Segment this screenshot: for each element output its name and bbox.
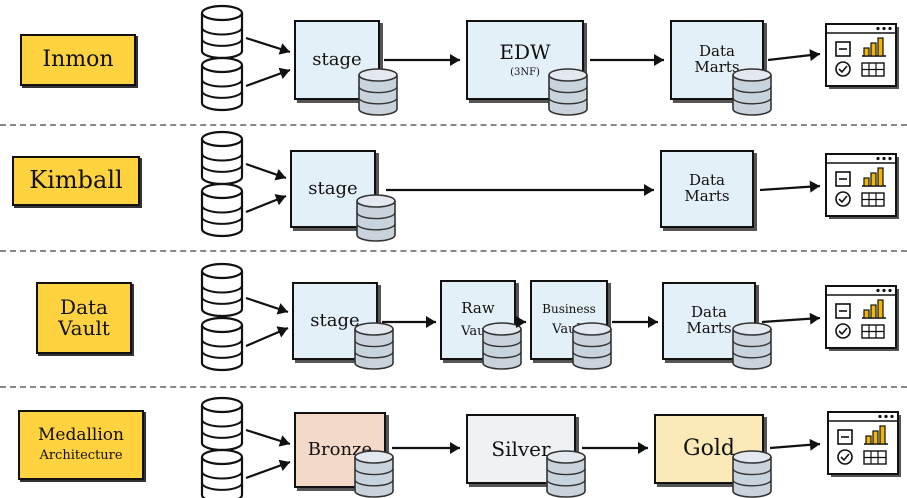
flow-arrow: [516, 316, 526, 328]
box-text: Raw: [461, 299, 495, 318]
flow-arrow: [590, 54, 664, 66]
database-cylinder-icon: [732, 322, 772, 370]
row-divider: [0, 250, 907, 252]
database-cylinder-icon: [482, 322, 522, 370]
flow-arrow: [382, 316, 436, 328]
label-inmon: Inmon: [20, 34, 136, 86]
label-line: Inmon: [42, 47, 114, 73]
database-cylinder-icon: [356, 194, 396, 242]
box-text: Data: [691, 303, 727, 322]
database-cylinder-icon: [358, 68, 398, 116]
database-cylinder-icon: [572, 322, 612, 370]
flow-arrow: [759, 180, 821, 193]
source-database-icon: [200, 182, 244, 238]
label-line: Medallion: [38, 425, 124, 446]
label-kimball: Kimball: [12, 156, 140, 206]
source-database-icon: [200, 130, 244, 186]
box-text: stage: [308, 177, 358, 199]
box-text: Gold: [683, 436, 735, 462]
box-text: Marts: [686, 319, 732, 337]
database-cylinder-icon: [546, 450, 586, 498]
row-divider: [0, 124, 907, 126]
flow-arrow: [769, 438, 821, 451]
flow-arrow: [245, 194, 287, 214]
box-text: Marts: [684, 187, 730, 205]
flow-arrow: [245, 296, 289, 315]
box-text: stage: [312, 48, 362, 70]
flow-arrow: [245, 459, 291, 480]
flow-arrow: [245, 36, 291, 55]
label-line: Architecture: [39, 448, 123, 464]
dashboard-icon: [825, 153, 899, 219]
database-cylinder-icon: [548, 68, 588, 116]
box-text: stage: [310, 309, 360, 331]
database-cylinder-icon: [732, 68, 772, 116]
box-text: EDW: [499, 40, 551, 64]
source-database-icon: [200, 4, 244, 60]
flow-arrow: [386, 184, 654, 196]
box-text: Data: [689, 171, 725, 190]
database-cylinder-icon: [354, 322, 394, 370]
database-cylinder-icon: [732, 450, 772, 498]
box-text: Business: [542, 301, 596, 316]
label-line: Kimball: [29, 166, 123, 195]
row-divider: [0, 386, 907, 388]
dashboard-icon: [825, 285, 899, 351]
flow-arrow: [767, 49, 821, 62]
source-database-icon: [200, 316, 244, 372]
label-line: Data: [60, 295, 108, 319]
source-database-icon: [200, 56, 244, 112]
flow-arrow: [245, 162, 287, 181]
source-database-icon: [200, 396, 244, 452]
label-data-vault: Data Vault: [36, 282, 132, 354]
box-text: Data: [699, 42, 735, 61]
dashboard-icon: [825, 23, 899, 89]
data-marts-box: Data Marts: [660, 150, 754, 228]
box-text: Marts: [694, 58, 740, 76]
box-text: Silver: [491, 436, 551, 461]
label-medallion-architecture: Medallion Architecture: [18, 410, 144, 480]
flow-arrow: [612, 316, 658, 328]
box-text: Bronze: [307, 438, 373, 460]
source-database-icon: [200, 448, 244, 498]
flow-arrow: [245, 326, 289, 348]
box-subtext: (3NF): [510, 67, 540, 78]
flow-arrow: [392, 442, 460, 454]
flow-arrow: [245, 428, 291, 447]
flow-arrow: [761, 312, 821, 325]
dashboard-icon: [827, 411, 901, 477]
flow-arrow: [245, 67, 291, 88]
label-line: Vault: [58, 316, 110, 340]
flow-arrow: [384, 54, 460, 66]
database-cylinder-icon: [354, 450, 394, 498]
flow-arrow: [582, 442, 648, 454]
source-database-icon: [200, 262, 244, 318]
